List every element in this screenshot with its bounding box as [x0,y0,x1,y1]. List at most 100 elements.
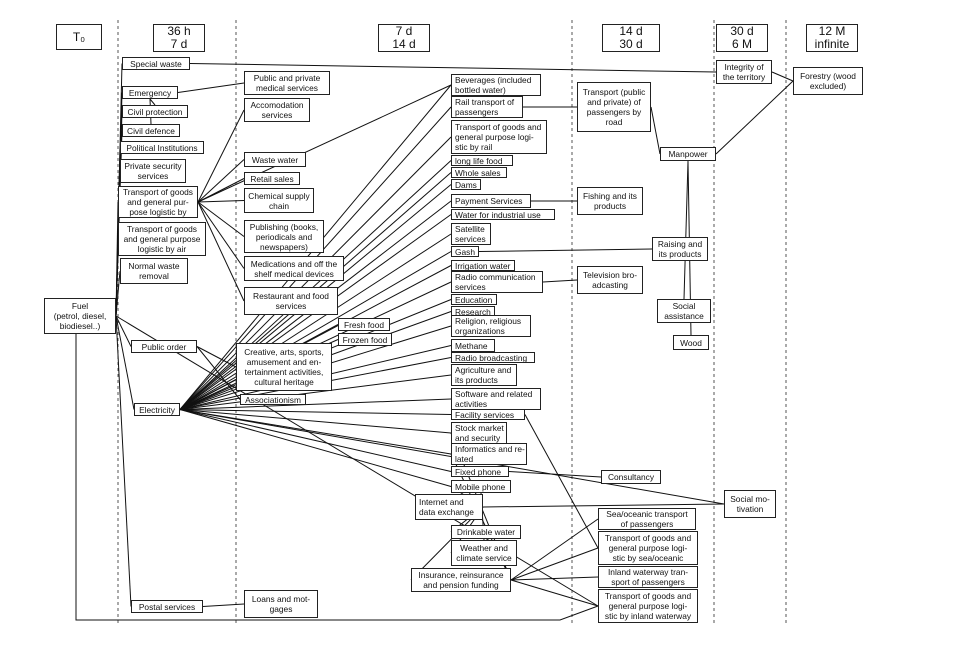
link-fuel-to-inland_goods [115,315,599,607]
node-water-industrial: Water for industrial use [451,209,555,220]
node-facility-services: Facility services [451,409,525,420]
node-private-security: Private security services [120,159,186,183]
node-civil-defence: Civil defence [122,124,180,137]
column-dividers [117,20,787,625]
node-emergency: Emergency [122,86,178,99]
link-transport_goods_road-to-restaurant [197,201,245,302]
node-insurance: Insurance, reinsurance and pension fundi… [411,568,511,592]
node-wood: Wood [673,335,709,350]
link-fuel-to-public_order [115,315,132,347]
node-medications: Medications and off the shelf medical de… [244,256,344,281]
node-sea-passengers: Sea/oceanic transport of passengers [598,508,696,530]
node-publishing: Publishing (books, periodicals and newsp… [244,220,324,253]
link-fuel-to-postal_services [115,315,132,607]
link-transport_passengers_road-to-manpower [650,106,661,155]
node-satellite: Satellite services [451,223,491,245]
node-special-waste: Special waste [122,57,190,70]
node-creative-arts: Creative, arts, sports, amusement and en… [236,343,332,391]
column-header-14d-30d: 14 d 30 d [602,24,660,52]
column-header-t0: T₀ [56,24,102,50]
link-transport_goods_road-to-publishing [197,201,245,237]
node-sea-goods: Transport of goods and general purpose l… [598,531,698,565]
node-integrity-territory: Integrity of the territory [716,60,772,84]
node-whole-sales: Whole sales [451,167,507,178]
link-fixed_phone-to-consultancy [508,471,602,478]
link-transport_goods_road-to-waste_water [197,159,245,203]
node-drinkable-water: Drinkable water [451,525,521,539]
node-payment-services: Payment Services [451,194,531,208]
node-methane: Methane [451,339,495,352]
link-insurance-to-inland_passengers [510,576,599,581]
link-special_waste-to-integrity_territory [189,63,717,73]
link-insurance-to-sea_passengers [510,518,599,581]
node-agriculture: Agriculture and its products [451,364,517,386]
node-political-institutions: Political Institutions [120,141,204,154]
link-fuel-to-normal_waste [115,270,121,317]
node-loans: Loans and mot- gages [244,590,318,618]
node-frozen-food: Frozen food [338,333,392,346]
link-gash-to-raising [478,248,653,252]
node-transport-goods-air: Transport of goods and general purpose l… [118,222,206,256]
link-transport_goods_road-to-medications [197,201,245,269]
link-fuel-to-electricity [115,315,135,410]
node-gash: Gash [451,246,479,257]
node-software: Software and related activities [451,388,541,410]
node-public-medical: Public and private medical services [244,71,330,95]
node-religion: Religion, religious organizations [451,315,531,337]
column-header-12m-infinite: 12 M infinite [806,24,858,52]
node-consultancy: Consultancy [601,470,661,484]
link-integrity_territory-to-forestry [771,71,794,82]
link-facility_services-to-sea_goods [524,414,599,549]
link-electricity-to-agriculture [179,374,452,410]
link-electricity-to-satellite [179,233,452,410]
link-emergency-to-public_medical [177,82,245,93]
link-transport_goods_road-to-accomodation [197,109,245,203]
node-forestry: Forestry (wood excluded) [793,67,863,95]
link-electricity-to-fixed_phone [179,409,452,472]
node-transport-goods-road: Transport of goods and general pur- pose… [118,186,198,218]
node-social-assistance: Social assistance [657,299,711,323]
node-television: Television bro- adcasting [577,266,643,294]
link-internet-to-social_motivation [482,503,725,508]
link-transport_goods_road-to-chemical_supply [197,200,245,203]
node-civil-protection: Civil protection [122,105,188,118]
node-stock-market: Stock market and security [451,422,507,444]
node-inland-passengers: Inland waterway tran- sport of passenger… [598,566,698,588]
node-education: Education [451,294,497,305]
link-electricity-to-mobile_phone [179,409,452,487]
node-electricity: Electricity [134,403,180,416]
node-waste-water: Waste water [244,152,306,167]
link-electricity-to-gash [179,251,452,410]
node-mobile-phone: Mobile phone [451,480,511,493]
node-weather: Weather and climate service [451,540,517,566]
node-social-motivation: Social mo- tivation [724,490,776,518]
link-electricity-to-facility_services [179,409,452,415]
node-accomodation: Accomodation services [244,98,310,122]
node-internet: Internet and data exchange [415,494,483,520]
link-postal_services-to-loans [202,603,245,607]
node-inland-goods: Transport of goods and general purpose l… [598,589,698,623]
node-raising: Raising and its products [652,237,708,261]
node-fixed-phone: Fixed phone [451,466,509,477]
node-public-order: Public order [131,340,197,353]
link-manpower-to-forestry [715,80,794,155]
link-electricity-to-stock_market [179,409,452,434]
link-electricity-to-software [179,398,452,410]
column-header-30d-6m: 30 d 6 M [716,24,768,52]
node-fresh-food: Fresh food [338,318,390,331]
link-transport_goods_road-to-beverages [197,84,452,203]
node-long-life-food: long life food [451,155,513,166]
column-header-7d-14d: 7 d 14 d [378,24,430,52]
node-postal-services: Postal services [131,600,203,613]
link-insurance-to-inland_goods [510,579,599,607]
node-manpower: Manpower [660,147,716,161]
node-associationism: Associationism [240,394,306,405]
link-fuel-to-transport_goods_air [115,238,119,317]
link-manpower-to-social_assistance [683,160,689,300]
node-chemical-supply: Chemical supply chain [244,188,314,213]
node-beverages: Beverages (included bottled water) [451,74,541,96]
node-informatics: Informatics and re- lated [451,443,527,465]
node-retail-sales: Retail sales [244,172,300,185]
node-radio-broadcasting: Radio broadcasting [451,352,535,363]
